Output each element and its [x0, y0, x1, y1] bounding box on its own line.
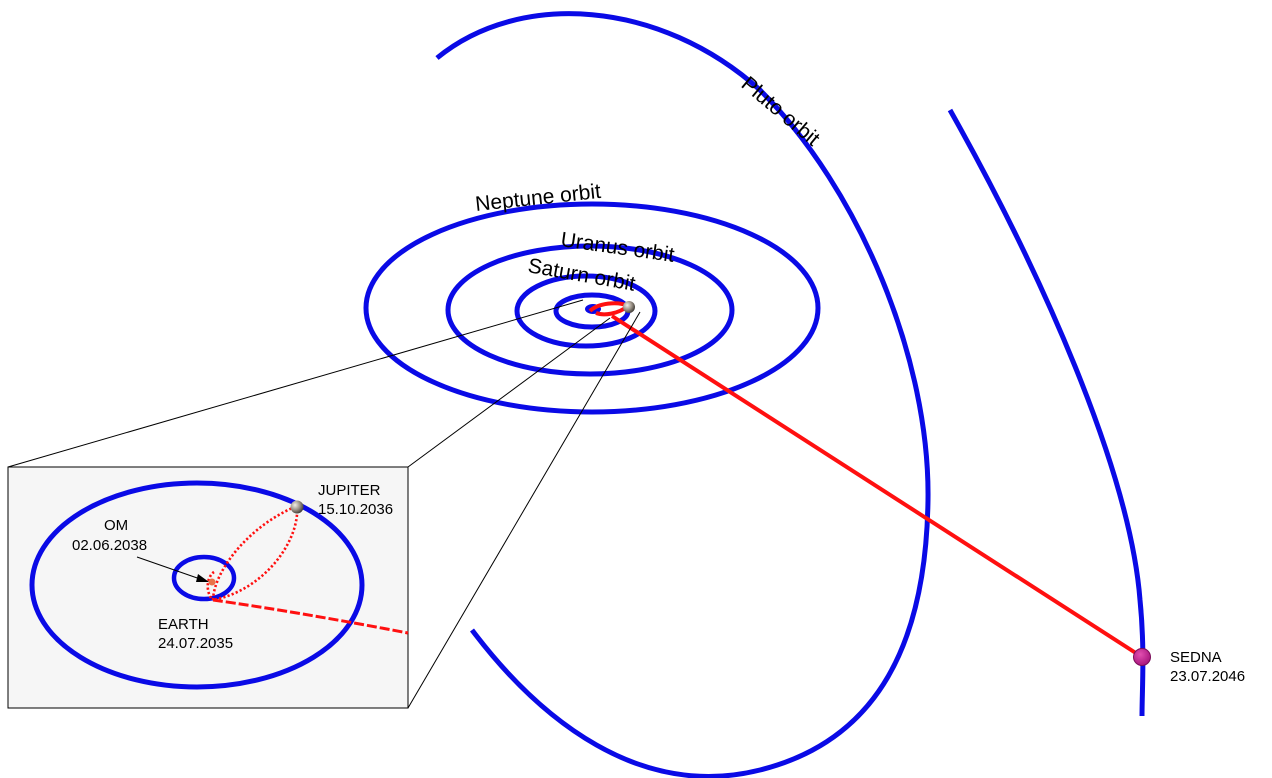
- sedna-date: 23.07.2046: [1170, 668, 1245, 685]
- earth-date: 24.07.2035: [158, 635, 233, 652]
- pluto-orbit-label: Pluto orbit: [737, 72, 824, 151]
- trajectory-to-sedna: [610, 314, 1144, 659]
- jupiter-label: JUPITER: [318, 482, 381, 499]
- om-pointer-arrow: [136, 556, 204, 581]
- zoom-line-top: [7, 299, 584, 468]
- saturn-orbit: [514, 273, 658, 349]
- neptune-orbit: [363, 201, 821, 415]
- trajectory-inset-outbound: [212, 598, 409, 635]
- arrowhead-icon: [196, 574, 209, 582]
- uranus-orbit: [445, 243, 735, 377]
- sedna-orbit: [947, 108, 1146, 717]
- om-date: 02.06.2038: [72, 537, 147, 554]
- jupiter-date: 15.10.2036: [318, 501, 393, 518]
- zoom-line-bottom: [407, 311, 641, 709]
- neptune-orbit-label: Neptune orbit: [474, 180, 602, 216]
- jupiter-orbit-inset: [29, 480, 365, 690]
- earth-label: EARTH: [158, 616, 209, 633]
- sedna-label: SEDNA: [1170, 649, 1222, 666]
- trajectory-earth-jupiter-out: [211, 504, 298, 601]
- jupiter-marker-main: [623, 301, 635, 313]
- saturn-orbit-label: Saturn orbit: [526, 254, 637, 296]
- earth-orbit-inset: [171, 554, 237, 602]
- trajectory-om-loop: [206, 570, 215, 599]
- om-label: OM: [104, 517, 128, 534]
- pluto-orbit: [435, 11, 931, 778]
- zoom-line-mid: [407, 317, 611, 468]
- sedna-marker: [1133, 648, 1151, 666]
- om-marker: [208, 578, 216, 586]
- uranus-orbit-label: Uranus orbit: [559, 228, 676, 267]
- jupiter-marker-inset: [290, 500, 304, 514]
